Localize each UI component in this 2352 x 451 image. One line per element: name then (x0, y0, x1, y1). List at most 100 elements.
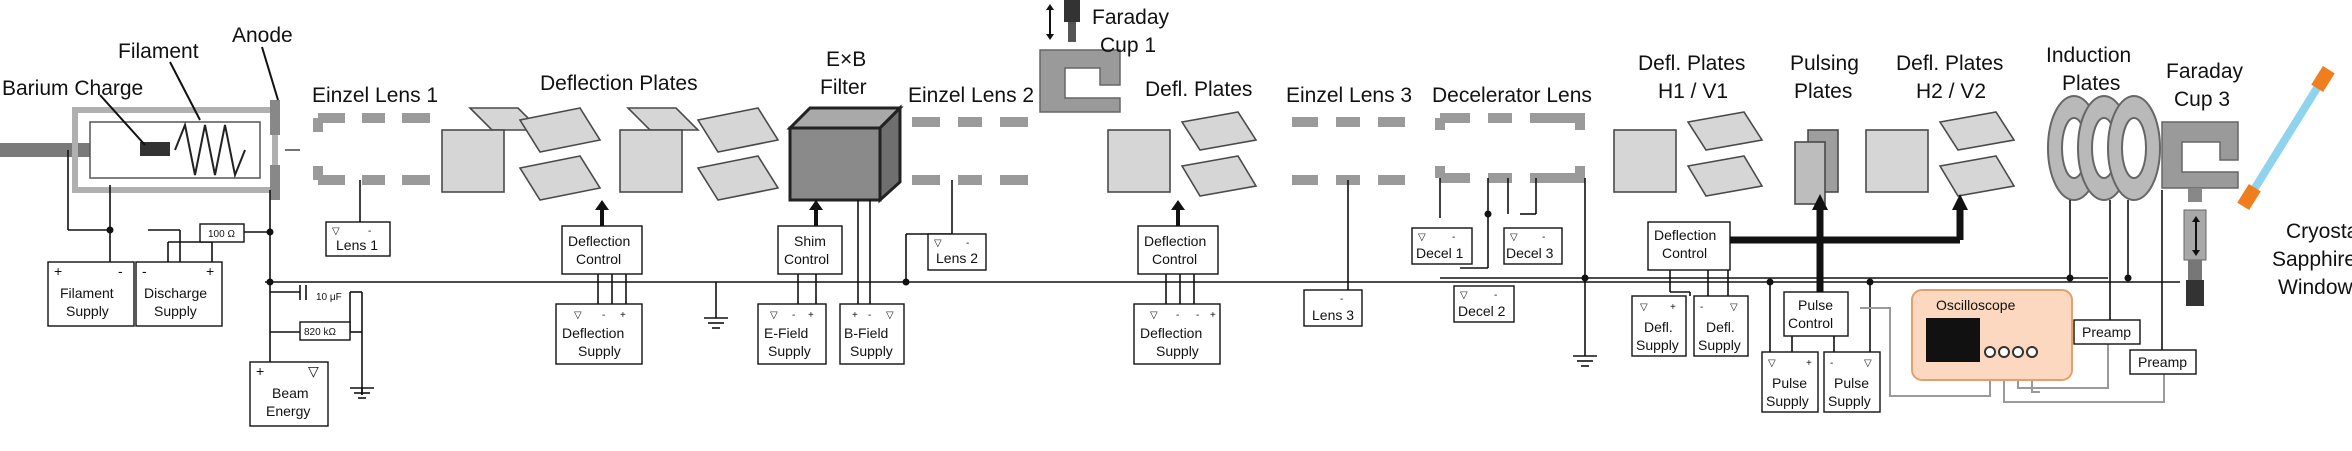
deflection-control-3-l1: Deflection (1654, 227, 1716, 243)
pulsing-plates-label-line1: Pulsing (1790, 52, 1859, 75)
efield-supply-box: ▽ - + E-Field Supply (757, 303, 827, 365)
svg-text:-: - (1176, 310, 1179, 321)
bfield-supply-box: + - ▽ B-Field Supply (839, 303, 905, 365)
resistor-820k-label: 820 kΩ (304, 327, 336, 338)
pulse-control-l1: Pulse (1798, 297, 1833, 313)
pulse-control-l2: Control (1788, 315, 1833, 331)
svg-text:▽: ▽ (886, 310, 894, 321)
oscilloscope (1911, 289, 2073, 381)
filament-label: Filament (118, 40, 199, 63)
defl-supply-a-box: ▽ + Defl. Supply (1631, 295, 1687, 357)
pulse-supply-b-l2: Supply (1828, 393, 1871, 409)
decel1-label: Decel 1 (1416, 245, 1464, 261)
resistor-100-label: 100 Ω (208, 229, 235, 240)
filament-coil (174, 121, 246, 179)
shim-control-box: Shim Control (777, 225, 843, 275)
decel3-box: ▽ - Decel 3 (1503, 227, 1563, 265)
lens3-label: Lens 3 (1312, 307, 1354, 323)
deflection-control-l1: Deflection (568, 233, 630, 249)
defl-plates-2 (1107, 111, 1258, 197)
svg-text:+: + (1806, 358, 1812, 369)
defl-h1v1-label-line2: H1 / V1 (1658, 80, 1728, 103)
decel2-box: ▽ - Decel 2 (1453, 285, 1515, 323)
exb-label-line2: Filter (820, 76, 867, 99)
deflection-control-l2: Control (576, 251, 621, 267)
faraday-cup-3-label-line2: Cup 3 (2174, 88, 2230, 111)
beam-energy-l1: Beam (272, 385, 309, 401)
ion-source (0, 100, 300, 200)
svg-text:+: + (1210, 310, 1216, 321)
lens1-box: ▽ - Lens 1 (325, 221, 391, 257)
einzel-lens-2 (912, 117, 1028, 185)
svg-text:▽: ▽ (1640, 302, 1648, 313)
pulse-control-box: Pulse Control (1783, 291, 1849, 337)
beam-energy-box: + ▽ Beam Energy (249, 361, 329, 427)
svg-text:-: - (602, 310, 605, 321)
svg-text:-: - (1700, 302, 1703, 313)
induction-plates (2047, 95, 2161, 201)
efield-supply-l1: E-Field (764, 325, 808, 341)
svg-text:+: + (256, 363, 264, 379)
deflection-supply-2-box: ▽ - - + Deflection Supply (1133, 303, 1221, 365)
decelerator-lens (1435, 113, 1585, 183)
svg-text:▽: ▽ (1768, 358, 1776, 369)
defl-plates-h2v2 (1865, 111, 2016, 197)
shim-control-l1: Shim (794, 233, 826, 249)
barium-charge-label: Barium Charge (2, 77, 143, 100)
svg-text:-: - (118, 263, 123, 279)
deflection-control-2-box: Deflection Control (1137, 225, 1219, 275)
svg-text:-: - (1494, 290, 1497, 301)
decel1-box: ▽ - Decel 1 (1411, 227, 1473, 265)
svg-text:+: + (620, 310, 626, 321)
preamp-2-label: Preamp (2138, 354, 2187, 370)
svg-text:▽: ▽ (1418, 232, 1426, 243)
pulse-supply-b-box: - ▽ Pulse Supply (1823, 351, 1881, 413)
lens3-box: - Lens 3 (1303, 289, 1363, 327)
pulse-supply-a-l1: Pulse (1772, 375, 1807, 391)
svg-text:-: - (142, 263, 147, 279)
discharge-supply-l1: Discharge (144, 285, 207, 301)
oscilloscope-label: Oscilloscope (1936, 297, 2016, 313)
defl-plates-label: Defl. Plates (1145, 78, 1252, 101)
decel3-label: Decel 3 (1506, 245, 1554, 261)
faraday-cup-1-label-line2: Cup 1 (1100, 34, 1156, 57)
pulsing-plates-label-line2: Plates (1794, 80, 1852, 103)
svg-text:-: - (1196, 310, 1199, 321)
svg-text:▽: ▽ (332, 226, 340, 237)
deflection-plates-1 (441, 107, 780, 201)
svg-text:-: - (368, 226, 371, 237)
defl-supply-b-l1: Defl. (1706, 319, 1735, 335)
pulse-supply-a-l2: Supply (1766, 393, 1809, 409)
svg-text:-: - (1340, 294, 1343, 305)
defl-h2v2-label-line2: H2 / V2 (1916, 80, 1986, 103)
lens2-box: ▽ - Lens 2 (927, 233, 987, 271)
deflection-control-2-l2: Control (1152, 251, 1197, 267)
resistor-820k (299, 321, 351, 341)
deflection-control-box: Deflection Control (561, 225, 643, 275)
cryostat-label-line3: Window (2278, 276, 2352, 299)
defl-plates-h1v1 (1613, 111, 1764, 197)
svg-text:-: - (792, 310, 795, 321)
exb-label-line1: E×B (826, 48, 866, 71)
svg-text:▽: ▽ (574, 310, 582, 321)
cryostat-window (2237, 65, 2335, 211)
svg-text:-: - (966, 238, 969, 249)
deflection-control-3-l2: Control (1662, 245, 1707, 261)
preamp-1-label: Preamp (2082, 324, 2131, 340)
svg-text:-: - (1452, 232, 1455, 243)
einzel-lens-3 (1292, 117, 1405, 185)
defl-supply-a-l1: Defl. (1644, 319, 1673, 335)
faraday-cup-1 (1039, 0, 1121, 113)
filament-supply-l2: Supply (66, 303, 109, 319)
preamp-1-box: Preamp (2073, 319, 2141, 345)
defl-h2v2-label-line1: Defl. Plates (1896, 52, 2003, 75)
svg-text:▽: ▽ (934, 238, 942, 249)
deflection-plates-label: Deflection Plates (540, 72, 698, 95)
induction-plates-label-line2: Plates (2062, 72, 2120, 95)
wiring (67, 150, 2180, 403)
cryostat-label-line1: Cryostat/ (2286, 220, 2352, 243)
svg-text:-: - (1830, 358, 1833, 369)
einzel-lens-3-label: Einzel Lens 3 (1286, 84, 1412, 107)
capacitor-10uf (299, 285, 307, 300)
discharge-supply-box: - + Discharge Supply (135, 261, 223, 327)
